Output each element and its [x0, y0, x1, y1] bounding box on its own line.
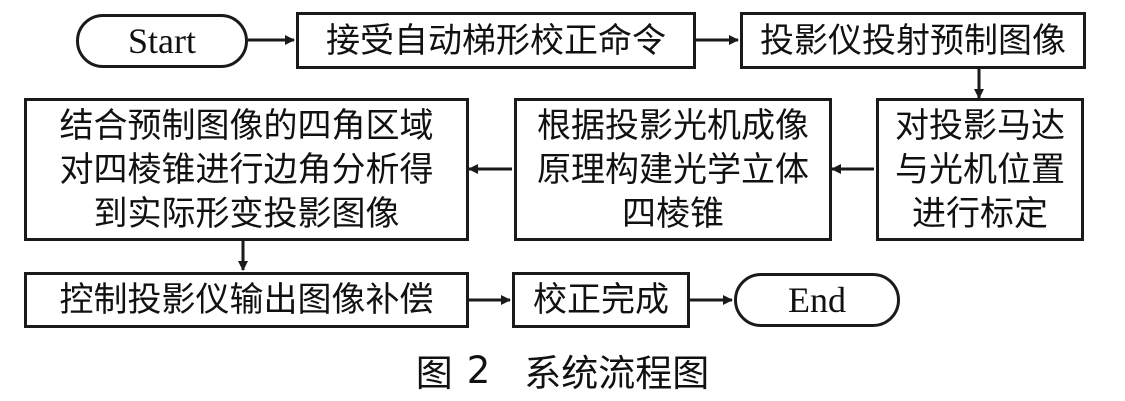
end-node: End [734, 273, 900, 327]
step-calibrate-line-2: 与光机位置 [895, 149, 1065, 190]
step-calibrate-line-1: 对投影马达 [895, 105, 1065, 146]
step-compensate: 控制投影仪输出图像补偿 [24, 272, 469, 328]
step-calibrate-line-3: 进行标定 [912, 193, 1048, 234]
step-analyze-line-2: 对四棱锥进行边角分析得 [59, 149, 434, 190]
figure-caption: 图 2 系统流程图 [0, 345, 1125, 396]
step-receive-command: 接受自动梯形校正命令 [296, 12, 696, 69]
step-complete-label: 校正完成 [533, 280, 669, 320]
step-build-pyramid: 根据投影光机成像 原理构建光学立体 四棱锥 [514, 98, 832, 241]
step-calibrate: 对投影马达 与光机位置 进行标定 [876, 98, 1084, 241]
step-project-image: 投影仪投射预制图像 [740, 12, 1086, 69]
step-build-pyramid-line-3: 四棱锥 [622, 193, 724, 234]
step-analyze: 结合预制图像的四角区域 对四棱锥进行边角分析得 到实际形变投影图像 [24, 98, 469, 241]
step-complete: 校正完成 [512, 272, 690, 328]
step-receive-command-label: 接受自动梯形校正命令 [326, 20, 666, 61]
end-label: End [788, 280, 846, 320]
step-compensate-label: 控制投影仪输出图像补偿 [59, 280, 434, 320]
step-analyze-line-1: 结合预制图像的四角区域 [59, 105, 434, 146]
step-build-pyramid-line-1: 根据投影光机成像 [537, 105, 809, 146]
start-node: Start [76, 14, 248, 68]
start-label: Start [128, 21, 196, 61]
step-project-image-label: 投影仪投射预制图像 [760, 20, 1066, 61]
step-build-pyramid-line-2: 原理构建光学立体 [537, 149, 809, 190]
figure-label: 图 [415, 352, 453, 395]
figure-number: 2 [466, 348, 491, 392]
step-analyze-line-3: 到实际形变投影图像 [93, 193, 400, 234]
figure-title: 系统流程图 [524, 352, 710, 395]
